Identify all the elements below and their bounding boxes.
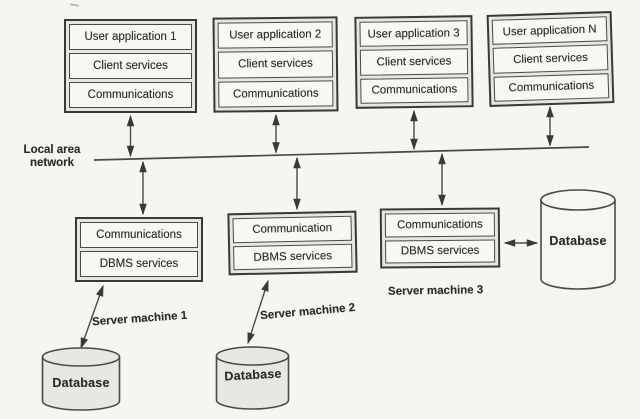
server-box-3: Communications DBMS services (379, 207, 501, 269)
client-box-1: User application 1 Client services Commu… (64, 19, 197, 113)
server-box-2: Communication DBMS services (227, 210, 358, 276)
database-cylinder-3 (540, 189, 616, 290)
lan-label-line1: Local area (23, 144, 81, 156)
server2-communication-cell: Communication (232, 215, 352, 243)
arrow-server1-database1 (80, 284, 104, 350)
server3-dbms-services-cell: DBMS services (385, 239, 496, 264)
client2-client-services-cell: Client services (217, 50, 334, 79)
lan-bus-line (93, 146, 590, 161)
lan-label: Local area network (14, 144, 90, 169)
client3-user-application-cell: User application 3 (359, 20, 468, 48)
client1-communications-cell: Communications (69, 82, 192, 108)
server3-label: Server machine 3 (387, 284, 484, 298)
client1-user-application-cell: User application 1 (69, 24, 192, 50)
server-box-1: Communications DBMS services (75, 217, 203, 282)
server2-dbms-services-cell: DBMS services (233, 243, 353, 271)
client4-communications-cell: Communications (493, 72, 610, 102)
client-box-3: User application 3 Client services Commu… (354, 15, 474, 109)
lan-label-line2: network (29, 156, 75, 169)
client2-communications-cell: Communications (218, 80, 334, 108)
server1-communications-cell: Communications (80, 222, 198, 248)
arrow-server2-database2 (247, 279, 269, 345)
client3-client-services-cell: Client services (359, 48, 469, 76)
client3-communications-cell: Communications (360, 76, 469, 104)
client4-client-services-cell: Client services (492, 44, 609, 74)
server1-dbms-services-cell: DBMS services (80, 251, 198, 277)
client-box-2: User application 2 Client services Commu… (212, 16, 339, 113)
client-box-4: User application N Client services Commu… (486, 11, 615, 107)
client4-user-application-cell: User application N (491, 16, 608, 46)
client1-client-services-cell: Client services (69, 53, 192, 79)
database1-label: Database (52, 376, 110, 390)
database-cylinder-1 (41, 347, 121, 411)
database-cylinder-2 (215, 346, 290, 410)
database3-label: Database (549, 234, 607, 248)
server3-communications-cell: Communications (384, 212, 495, 237)
client2-user-application-cell: User application 2 (217, 21, 333, 49)
